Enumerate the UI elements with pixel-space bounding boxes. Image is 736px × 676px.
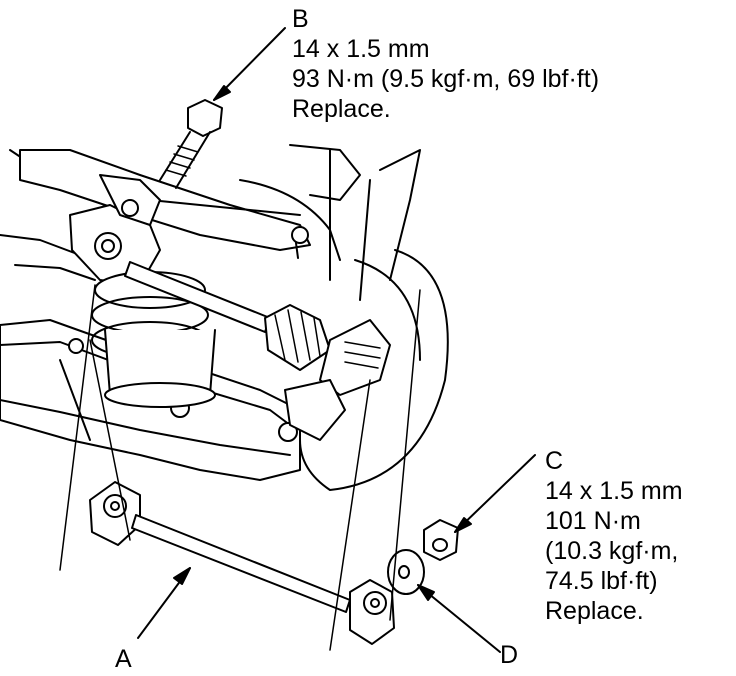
label-d: D (500, 641, 519, 669)
callout-c-torque-3: 74.5 lbf·ft) (545, 567, 658, 595)
drive-shaft (124, 261, 331, 371)
strut-lines (239, 144, 421, 301)
upper-arm (19, 149, 311, 259)
callout-b: B 14 x 1.5 mm 93 N·m (9.5 kgf·m, 69 lbf·… (292, 4, 599, 124)
callout-b-note: Replace. (292, 95, 391, 123)
callout-b-size: 14 x 1.5 mm (292, 35, 430, 63)
leader-arrows (137, 27, 536, 653)
washer-d (387, 549, 425, 595)
lateral-link-a (89, 481, 395, 645)
callout-c-note: Replace. (545, 597, 644, 625)
label-a: A (115, 645, 132, 673)
callout-c-size: 14 x 1.5 mm (545, 477, 683, 505)
knuckle (284, 319, 391, 441)
alignment-lines (59, 284, 421, 651)
arrow-c (454, 454, 536, 533)
nut-c (423, 519, 459, 561)
callout-c: C 14 x 1.5 mm 101 N·m (10.3 kgf·m, 74.5 … (545, 446, 683, 626)
callout-b-letter: B (292, 5, 309, 33)
bolt-b (159, 99, 223, 189)
coil-spring (91, 271, 216, 408)
brake-disc (299, 249, 449, 491)
callout-b-torque: 93 N·m (9.5 kgf·m, 69 lbf·ft) (292, 65, 600, 93)
callout-c-letter: C (545, 447, 564, 475)
callout-c-torque-1: 101 N·m (545, 507, 641, 535)
callout-c-torque-2: (10.3 kgf·m, (545, 537, 679, 565)
